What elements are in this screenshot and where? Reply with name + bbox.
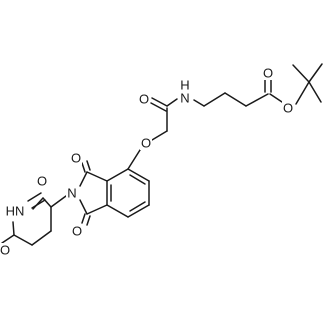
atom-label-oxygen: O — [37, 174, 47, 189]
bond — [86, 160, 91, 171]
atom-label-oxygen: O — [263, 66, 273, 81]
bonds — [1, 63, 323, 246]
bond — [308, 63, 323, 83]
bond — [86, 171, 108, 182]
bond — [295, 81, 310, 105]
atom-label-nitrogen: N — [67, 186, 76, 201]
atom-label-oxygen: O — [72, 224, 82, 239]
bond — [151, 130, 168, 141]
atom-label-oxygen: O — [0, 243, 10, 258]
bond — [27, 192, 42, 202]
bond — [32, 197, 44, 210]
bond — [31, 230, 52, 246]
bond — [129, 174, 146, 185]
bond — [166, 98, 178, 107]
bond — [129, 201, 146, 212]
bond — [308, 81, 322, 103]
bond — [86, 215, 91, 226]
bond — [127, 204, 150, 218]
bond — [86, 204, 108, 215]
bond — [127, 149, 141, 170]
bond — [224, 92, 247, 107]
atom-label-oxygen: O — [283, 101, 293, 116]
bond — [150, 102, 167, 112]
bond — [106, 204, 129, 218]
bond — [81, 162, 86, 173]
bond — [1, 234, 15, 244]
atom-label-hydrogen: H — [180, 78, 189, 93]
atom-label-nh: HN — [6, 204, 25, 219]
atom-label-oxygen: O — [141, 136, 151, 151]
bond — [50, 195, 67, 208]
atom-label-nitrogen: N — [180, 91, 189, 106]
bond — [292, 64, 310, 83]
bond — [245, 93, 269, 107]
bond — [203, 92, 226, 107]
bond — [151, 97, 168, 107]
bond — [42, 197, 52, 208]
atom-label-oxygen: O — [139, 92, 149, 107]
bond — [79, 171, 88, 187]
atom-labels: O N H O O O O N O HN O O — [0, 66, 294, 258]
bond — [106, 168, 129, 182]
bond — [127, 168, 150, 182]
bond — [81, 213, 86, 224]
bond — [12, 221, 15, 236]
bond — [13, 234, 33, 246]
bond — [193, 99, 205, 107]
atom-label-oxygen: O — [71, 151, 81, 166]
bond — [79, 199, 88, 215]
